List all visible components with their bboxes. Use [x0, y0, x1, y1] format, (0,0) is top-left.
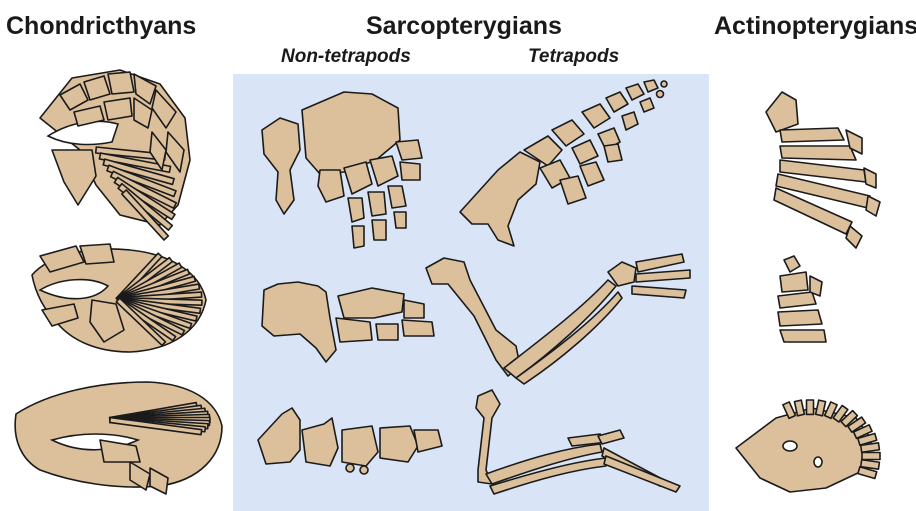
non-tetrapod-fin-1: [262, 92, 422, 248]
non-tetrapod-fin-2: [262, 282, 434, 362]
non-tetrapod-fin-3: [258, 408, 442, 474]
fin-ray: [807, 400, 814, 414]
tetrapod-fin-2: [426, 254, 690, 384]
chondrichthyan-fin-3: [15, 382, 222, 494]
tetrapod-fin-3: [476, 390, 680, 494]
actinopterygian-fin-1: [766, 92, 880, 248]
tetrapod-fin-1: [460, 80, 667, 246]
fin-ray: [861, 443, 880, 452]
actinopterygian-fin-2: [778, 256, 826, 342]
chondrichthyan-fin-2: [32, 244, 206, 352]
actinopterygian-fin-3: [736, 400, 880, 492]
fin-ray: [862, 453, 880, 460]
chondrichthyan-fin-1: [40, 70, 190, 240]
